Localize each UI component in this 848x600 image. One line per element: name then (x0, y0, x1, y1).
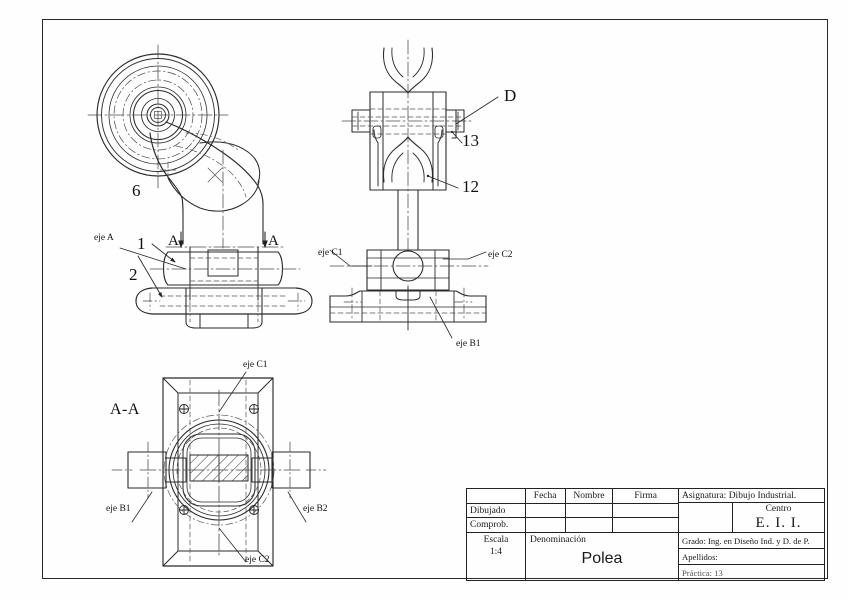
cell-comprob-label: Comprob. (467, 518, 526, 532)
header-fecha: Fecha (526, 489, 566, 503)
section-title-aa: A-A (110, 401, 140, 418)
cell-dibujado-firma[interactable] (613, 504, 678, 517)
header-nombre: Nombre (566, 489, 614, 503)
label-eje-b1-side: eje B1 (456, 339, 481, 349)
title-block-upper: Fecha Nombre Firma Dibujado Comprob. (467, 489, 824, 533)
title-block-course-info: Asignatura: Dibujo Industrial. Centro E.… (679, 489, 824, 532)
title-block: Fecha Nombre Firma Dibujado Comprob. (466, 488, 825, 581)
cell-dibujado-label: Dibujado (467, 504, 526, 517)
callout-6: 6 (132, 181, 141, 200)
title-block-scale-name: Escala 1:4 Denominación Polea (467, 533, 679, 580)
title-block-signoff-grid: Fecha Nombre Firma Dibujado Comprob. (467, 489, 679, 532)
section-mark-a-left: A (168, 233, 179, 249)
section-mark-a-right: A (268, 233, 279, 249)
label-eje-c2-side: eje C2 (488, 250, 513, 260)
title-block-student-info: Grado: Ing. en Diseño Ind. y D. de P. Ap… (679, 533, 824, 580)
callout-1: 1 (137, 234, 146, 253)
callout-2: 2 (129, 265, 138, 284)
cell-asignatura: Asignatura: Dibujo Industrial. (679, 489, 824, 503)
table-row-dibujado: Dibujado (467, 504, 678, 518)
escala-label: Escala (483, 535, 509, 545)
cell-practica: Práctica: 13 (682, 567, 723, 578)
header-firma: Firma (634, 491, 658, 501)
label-eje-a: eje A (94, 233, 114, 243)
table-row-comprob: Comprob. (467, 518, 678, 532)
centro-label: Centro (765, 504, 792, 514)
sheet-border (42, 19, 828, 579)
cell-dibujado-nombre[interactable] (566, 504, 614, 517)
label-eje-c1-side: eje C1 (318, 248, 343, 258)
cell-dibujado-fecha[interactable] (526, 504, 566, 517)
cell-comprob-fecha[interactable] (526, 518, 566, 532)
cell-denominacion: Denominación Polea (526, 533, 678, 580)
callout-d: D (504, 86, 517, 105)
cell-comprob-nombre[interactable] (566, 518, 614, 532)
centro-wrapper: Centro E. I. I. (679, 503, 824, 532)
header-blank (467, 489, 526, 503)
denominacion-value: Polea (581, 550, 623, 567)
table-row-headers: Fecha Nombre Firma (467, 489, 678, 504)
centro-cell: Centro E. I. I. (733, 503, 824, 532)
label-eje-b2-section: eje B2 (303, 504, 328, 514)
title-block-lower: Escala 1:4 Denominación Polea Grado: Ing… (467, 533, 824, 580)
centro-value: E. I. I. (755, 515, 802, 531)
cell-comprob-firma[interactable] (613, 518, 678, 532)
label-eje-b1-section: eje B1 (106, 504, 131, 514)
escala-value: 1:4 (489, 547, 503, 557)
label-eje-c1-section: eje C1 (243, 360, 268, 370)
centro-blank-cell (679, 503, 733, 532)
cell-grado: Grado: Ing. en Diseño Ind. y D. de P. (679, 533, 824, 549)
cell-apellidos[interactable]: Apellidos: (679, 549, 824, 565)
callout-12: 12 (462, 177, 479, 196)
callout-13: 13 (462, 131, 479, 150)
denominacion-label: Denominación (530, 535, 586, 545)
cell-escala: Escala 1:4 (467, 533, 526, 580)
label-eje-c2-section: eje C2 (245, 555, 270, 565)
